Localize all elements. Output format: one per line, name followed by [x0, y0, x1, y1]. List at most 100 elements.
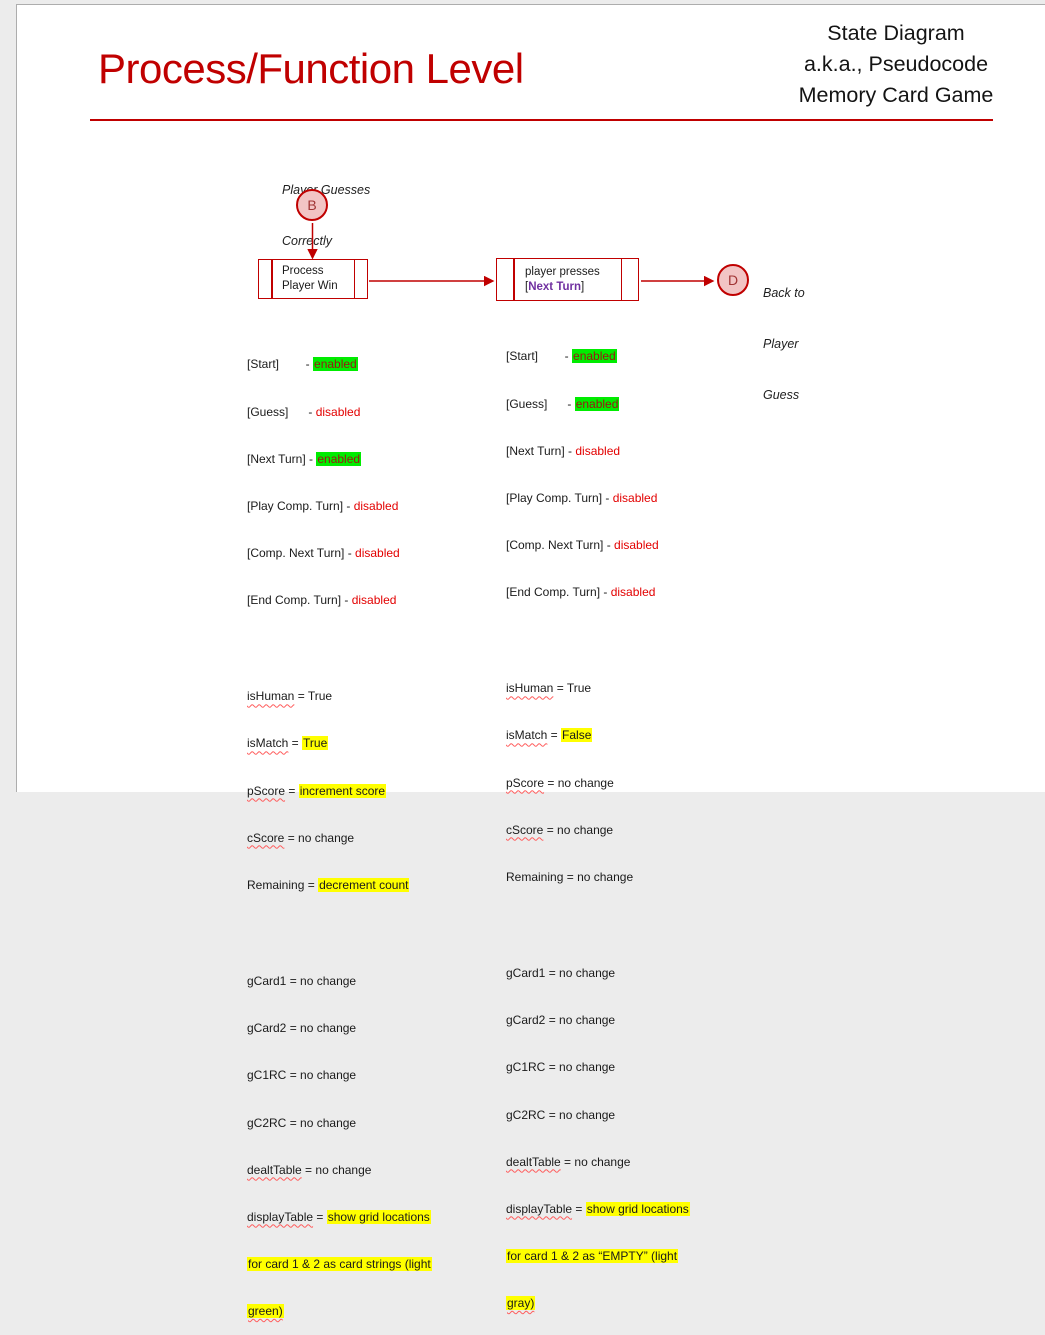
variable-name: dealtTable [506, 1154, 561, 1169]
button-state: disabled [612, 490, 658, 505]
event-box-inner-line [620, 259, 622, 300]
variable-value: show grid locations [585, 1201, 690, 1216]
equals: = [563, 869, 578, 884]
exit-annotation-line: Guess [763, 388, 800, 402]
section-gap [506, 917, 690, 935]
variable-name: pScore [506, 775, 545, 790]
section-gap [247, 640, 432, 658]
slide-canvas: { "colors":{ "accent":"#c00000", "enable… [16, 4, 1045, 1318]
equals: = [543, 822, 558, 837]
button-state-line: [Comp. Next Turn] - disabled [506, 538, 690, 554]
button-state-line: [End Comp. Turn] - disabled [506, 585, 690, 601]
variable-name: gC1RC [506, 1060, 546, 1075]
button-state-line: [Guess] - enabled [506, 396, 690, 413]
section-gap [506, 632, 690, 650]
grid-variable-line: gCard1 = no change [506, 966, 690, 982]
entry-annotation-line: Player Guesses [282, 183, 371, 197]
button-state-line: [Start] - enabled [247, 357, 432, 373]
entry-annotation-line: Correctly [282, 234, 333, 248]
equals: = [545, 1107, 560, 1122]
button-state: disabled [614, 537, 659, 552]
variable-name: isHuman [247, 689, 295, 704]
equals: = [572, 1201, 586, 1216]
event-box-line: player presses [525, 265, 600, 278]
process-box-line: Player Win [282, 280, 338, 292]
subtitle-line: State Diagram [827, 21, 965, 45]
process-box-inner-line [271, 260, 273, 298]
slide-subtitle: State Diagram a.k.a., Pseudocode Memory … [746, 18, 1045, 111]
exit-annotation-line: Player [763, 337, 799, 351]
variable-name: pScore [247, 783, 286, 798]
process-box-line: Process [282, 265, 324, 277]
equals: = [560, 1154, 575, 1169]
variable-value: no change [559, 1060, 616, 1075]
equals: = [553, 681, 567, 696]
button-name: [Comp. Next Turn] - [247, 545, 356, 560]
grid-variable-line: gCard2 = no change [247, 1021, 432, 1037]
variable-name: displayTable [247, 1209, 314, 1224]
variable-name: cScore [506, 822, 544, 837]
button-name: [Guess] - [247, 404, 316, 419]
equals: = [286, 1115, 301, 1130]
variable-name: dealtTable [247, 1162, 302, 1177]
process-box: Process Player Win [258, 259, 368, 299]
button-name: [Guess] - [506, 396, 575, 411]
button-state: disabled [351, 592, 397, 607]
pseudocode-column-right: [Start] - enabled [Guess] - enabled [Nex… [506, 318, 690, 1327]
variable-name: cScore [247, 830, 285, 845]
variable-value: increment score [298, 783, 387, 798]
event-box-inner-line [513, 259, 515, 300]
variable-value: green) [247, 1303, 284, 1318]
slide-background [16, 4, 1045, 792]
grid-variable-line: gCard1 = no change [247, 974, 432, 990]
equals: = [286, 1021, 301, 1036]
variable-value: no change [315, 1162, 372, 1177]
button-state-line: [Comp. Next Turn] - disabled [247, 546, 432, 562]
variable-name: gCard1 [247, 974, 287, 989]
connector-b-label: B [307, 197, 317, 213]
variable-value: no change [559, 1107, 616, 1122]
exit-annotation-line: Back to [763, 286, 805, 300]
event-box: player presses [Next Turn] [496, 258, 639, 301]
button-state: disabled [575, 443, 621, 458]
variable-value: decrement count [318, 877, 410, 892]
variable-value: no change [300, 1068, 357, 1083]
button-state-line: [Guess] - disabled [247, 405, 432, 421]
variable-value: for card 1 & 2 as “EMPTY” (light [506, 1248, 679, 1263]
equals: = [544, 775, 558, 790]
variable-name: gCard1 [506, 966, 546, 981]
variable-value: no change [300, 974, 357, 989]
button-name: [End Comp. Turn] - [247, 592, 352, 607]
grid-variable-line: displayTable = show grid locations [506, 1201, 690, 1218]
page-title: Process/Function Level [98, 45, 524, 92]
bracket: ] [581, 280, 585, 293]
variable-value: gray) [506, 1295, 536, 1310]
process-box-text: Process Player Win [259, 260, 367, 298]
grid-variable-continuation: for card 1 & 2 as card strings (light [247, 1256, 432, 1273]
variable-name: Remaining [247, 877, 305, 892]
equals: = [545, 966, 560, 981]
equals: = [288, 736, 303, 751]
grid-variable-line: dealtTable = no change [506, 1155, 690, 1171]
variable-line: pScore = no change [506, 776, 690, 792]
button-state: enabled [313, 357, 358, 372]
exit-annotation: Back to Player Guess [763, 251, 805, 421]
variable-value: no change [559, 966, 616, 981]
equals: = [286, 974, 301, 989]
connector-d: D [717, 264, 749, 296]
button-name: [Comp. Next Turn] - [506, 537, 615, 552]
button-state: disabled [315, 404, 361, 419]
grid-variable-line: gC1RC = no change [247, 1068, 432, 1084]
button-name: [Play Comp. Turn] - [506, 490, 613, 505]
variable-value: no change [557, 775, 614, 790]
pseudocode-column-left: [Start] - enabled [Guess] - disabled [Ne… [247, 326, 432, 1335]
equals: = [301, 1162, 316, 1177]
equals: = [547, 728, 562, 743]
grid-variable-continuation: for card 1 & 2 as “EMPTY” (light [506, 1248, 690, 1265]
variable-value: no change [300, 1021, 357, 1036]
variable-value: no change [557, 822, 614, 837]
variable-name: Remaining [506, 869, 564, 884]
button-name: [Play Comp. Turn] - [247, 498, 354, 513]
variable-value: True [302, 736, 329, 751]
variable-name: displayTable [506, 1201, 573, 1216]
